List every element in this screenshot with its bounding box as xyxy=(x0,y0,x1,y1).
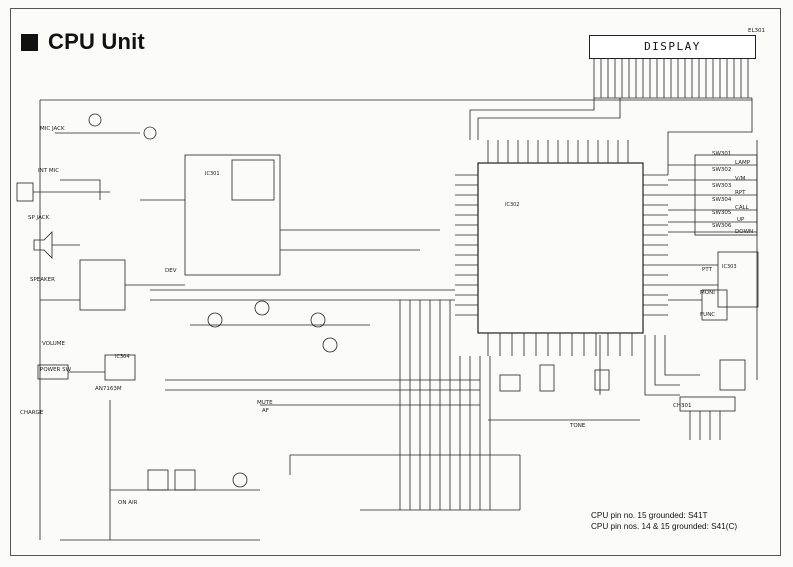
note-s41c: CPU pin nos. 14 & 15 grounded: S41(C) xyxy=(591,522,738,531)
call-label: CALL xyxy=(735,205,749,211)
lamp-label: LAMP xyxy=(735,160,751,166)
sw303-label: SW303 xyxy=(712,183,732,189)
down-label: DOWN xyxy=(735,229,754,235)
sw306-label: SW306 xyxy=(712,223,732,229)
title-block: CPU Unit xyxy=(21,29,145,55)
cpu-ic302 xyxy=(477,162,644,334)
cpu-bottom-pins xyxy=(487,333,633,356)
svg-text:IC303: IC303 xyxy=(722,264,737,270)
dev-label: DEV xyxy=(165,268,177,274)
on-air-label: ON AIR xyxy=(118,500,138,506)
sw304-label: SW304 xyxy=(712,197,732,203)
sw301-label: SW301 xyxy=(712,151,732,157)
page-title: CPU Unit xyxy=(48,29,145,54)
func-label: FUNC xyxy=(700,312,716,318)
display-module: DISPLAY xyxy=(589,35,756,59)
ptt-label: PTT xyxy=(702,267,712,273)
note-s41t: CPU pin no. 15 grounded: S41T xyxy=(591,511,708,520)
int-mic-label: INT MIC xyxy=(38,168,60,174)
ic303 xyxy=(717,251,759,308)
speaker-label: SPEAKER xyxy=(30,277,55,283)
up-label: UP xyxy=(737,217,745,223)
page-border xyxy=(10,8,781,556)
volume-label: VOLUME xyxy=(42,341,66,347)
svg-text:IC304: IC304 xyxy=(115,354,130,360)
display-label: DISPLAY xyxy=(644,40,701,53)
cpu-left-pins xyxy=(455,174,478,316)
svg-text:IC302: IC302 xyxy=(505,202,520,208)
sp-jack-label: SP JACK xyxy=(28,215,50,221)
display-pins xyxy=(593,59,752,99)
vm-label: V/M xyxy=(735,176,746,182)
sw302-label: SW302 xyxy=(712,167,732,173)
tone-label: TONE xyxy=(570,423,586,429)
ic301-block xyxy=(184,154,281,276)
cpu-right-pins xyxy=(643,174,668,316)
af-label: AF xyxy=(262,408,269,414)
charge-label: CHARGE xyxy=(20,410,44,416)
sw305-label: SW305 xyxy=(712,210,732,216)
moni-label: MONI xyxy=(700,290,715,296)
mic-jack-label: MIC JACK xyxy=(40,126,65,132)
cpu-top-pins xyxy=(487,140,629,163)
an-ic-label: AN7163M xyxy=(95,386,122,392)
display-ref: EL301 xyxy=(748,28,766,34)
svg-text:IC301: IC301 xyxy=(205,171,220,177)
mute-label: MUTE xyxy=(257,400,273,406)
ch301-connector xyxy=(679,396,736,412)
ch301-label: CH301 xyxy=(673,403,692,409)
title-square-icon xyxy=(21,33,38,51)
power-sw-label: POWER SW xyxy=(40,367,72,373)
rpt-label: RPT xyxy=(735,190,746,196)
